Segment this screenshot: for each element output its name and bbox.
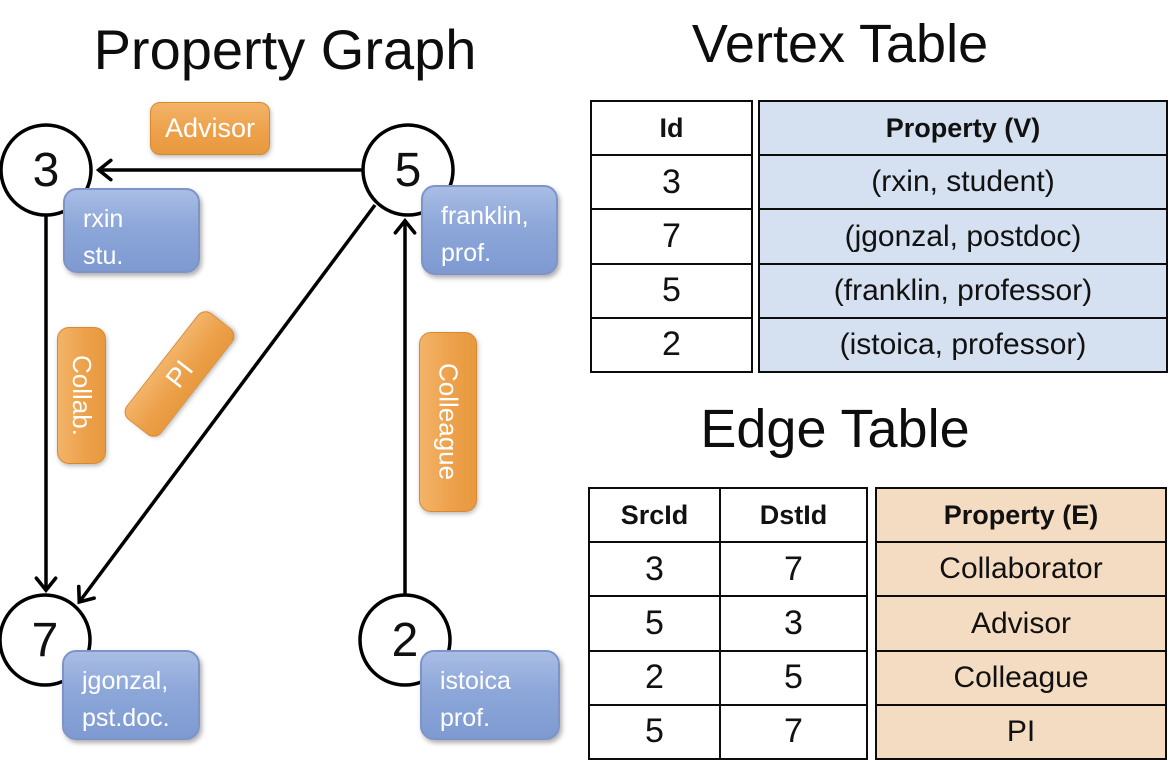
edge-header-srcid: SrcId bbox=[590, 489, 721, 542]
vertex-row-id: 5 bbox=[592, 262, 751, 317]
vertex-row-id: 7 bbox=[592, 208, 751, 262]
edge-label-collab: Collab. bbox=[57, 327, 106, 464]
node-label-7-line1: jgonzal, bbox=[82, 667, 169, 695]
graph-panel-title: Property Graph bbox=[93, 18, 477, 81]
edge-label-pi-text: PI bbox=[159, 354, 199, 393]
vertex-table-title: Vertex Table bbox=[691, 14, 989, 74]
node-label-3: rxin stu. bbox=[63, 188, 200, 273]
vertex-header-property: Property (V) bbox=[885, 112, 1041, 143]
node-label-2-line1: istoica bbox=[440, 667, 511, 695]
edge-label-advisor: Advisor bbox=[150, 102, 270, 155]
vertex-table-property-column: Property (V) (rxin, student) (jgonzal, p… bbox=[758, 100, 1168, 373]
edge-label-colleague: Colleague bbox=[419, 332, 477, 512]
edge-label-advisor-text: Advisor bbox=[164, 113, 256, 143]
node-label-3-line1: rxin bbox=[83, 205, 124, 233]
edge-table-id-columns: SrcId DstId 3 7 5 3 2 5 5 7 bbox=[588, 487, 868, 760]
vertex-row-id: 3 bbox=[592, 154, 751, 208]
node-label-5-line2: prof. bbox=[441, 239, 492, 267]
vertex-row-property: (jgonzal, postdoc) bbox=[760, 208, 1166, 262]
node-label-2-line2: prof. bbox=[440, 704, 491, 732]
node-label-3-line2: stu. bbox=[83, 242, 124, 270]
edge-label-pi: PI bbox=[120, 307, 239, 441]
edge-row-property: Advisor bbox=[877, 595, 1165, 649]
edge-table-title: Edge Table bbox=[700, 399, 970, 459]
edge-label-collab-text: Collab. bbox=[67, 355, 97, 436]
node-id-7: 7 bbox=[31, 613, 59, 667]
vertex-header-id: Id bbox=[659, 112, 684, 143]
edge-row-srcid: 2 bbox=[590, 651, 721, 704]
node-label-5: franklin, prof. bbox=[421, 185, 558, 275]
edge-row-property: Collaborator bbox=[877, 541, 1165, 595]
edge-row-dstid: 7 bbox=[784, 712, 803, 751]
node-label-7: jgonzal, pst.doc. bbox=[62, 650, 200, 740]
edge-label-colleague-text: Colleague bbox=[433, 363, 464, 481]
edge-row-srcid: 3 bbox=[590, 543, 721, 596]
vertex-row-id: 2 bbox=[592, 316, 751, 371]
edge-table-property-column: Property (E) Collaborator Advisor Collea… bbox=[875, 487, 1167, 760]
node-id-3: 3 bbox=[32, 143, 60, 197]
vertex-row-property: (franklin, professor) bbox=[760, 262, 1166, 317]
edge-row-srcid: 5 bbox=[590, 597, 721, 650]
edge-row-property: PI bbox=[877, 703, 1165, 758]
node-label-5-line1: franklin, bbox=[441, 202, 529, 230]
edge-row-dstid: 3 bbox=[784, 604, 803, 642]
vertex-row-property: (rxin, student) bbox=[760, 154, 1166, 208]
node-id-2: 2 bbox=[391, 613, 419, 667]
node-label-7-line2: pst.doc. bbox=[82, 704, 170, 732]
edge-row-dstid: 5 bbox=[784, 658, 803, 697]
edge-row-srcid: 5 bbox=[590, 705, 721, 759]
node-label-2: istoica prof. bbox=[420, 650, 560, 740]
edge-header-property: Property (E) bbox=[943, 499, 1099, 530]
node-id-5: 5 bbox=[394, 143, 422, 197]
vertex-table-id-column: Id 3 7 5 2 bbox=[590, 100, 753, 373]
edge-header-dstid: DstId bbox=[759, 499, 828, 530]
vertex-row-property: (istoica, professor) bbox=[760, 316, 1166, 371]
edge-row-dstid: 7 bbox=[784, 549, 803, 588]
edge-row-property: Colleague bbox=[877, 649, 1165, 704]
